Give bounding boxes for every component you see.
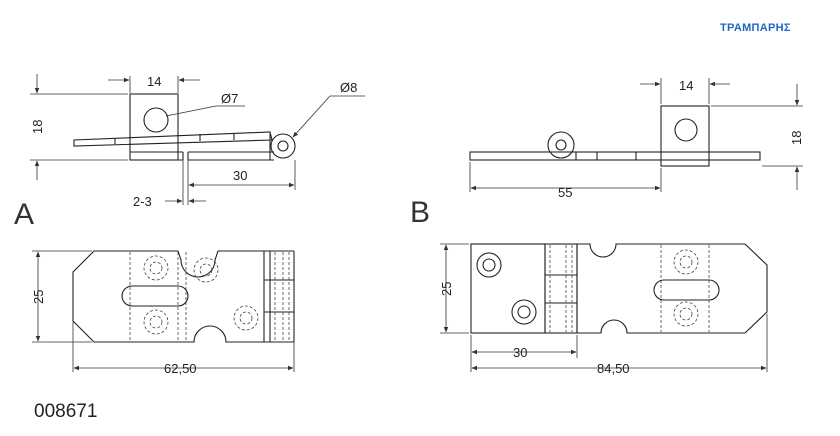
dim-b-total-length: 84,50 [597,361,630,376]
dim-a-hole-diameter: Ø7 [221,91,238,106]
dim-b-length-55: 55 [558,185,572,200]
dim-b-plan-width-25: 25 [439,282,454,296]
view-b-side: 14 18 55 [469,78,804,200]
view-a-plan: 25 62,50 [31,250,295,376]
dim-b-height-18: 18 [789,131,804,145]
dim-a-length-30: 30 [233,168,247,183]
dim-a-plan-width-25: 25 [31,290,46,304]
view-b-label: B [410,196,430,229]
dim-a-height-18: 18 [30,120,45,134]
view-b-plan: 25 30 84,50 [439,243,768,376]
brand-logo: ΤΡΑΜΠΑΡΗΣ [720,22,791,34]
view-a-side: 14 Ø7 Ø8 18 2-3 30 [30,74,365,209]
dim-a-pin-diameter: Ø8 [340,80,357,95]
dim-a-gap: 2-3 [133,194,152,209]
view-a-label: A [14,198,34,231]
dim-b-width-14: 14 [679,78,693,93]
product-code: 008671 [34,401,97,422]
dim-b-length-30: 30 [513,345,527,360]
dim-a-width-14: 14 [147,74,161,89]
dim-a-total-length: 62,50 [164,361,197,376]
